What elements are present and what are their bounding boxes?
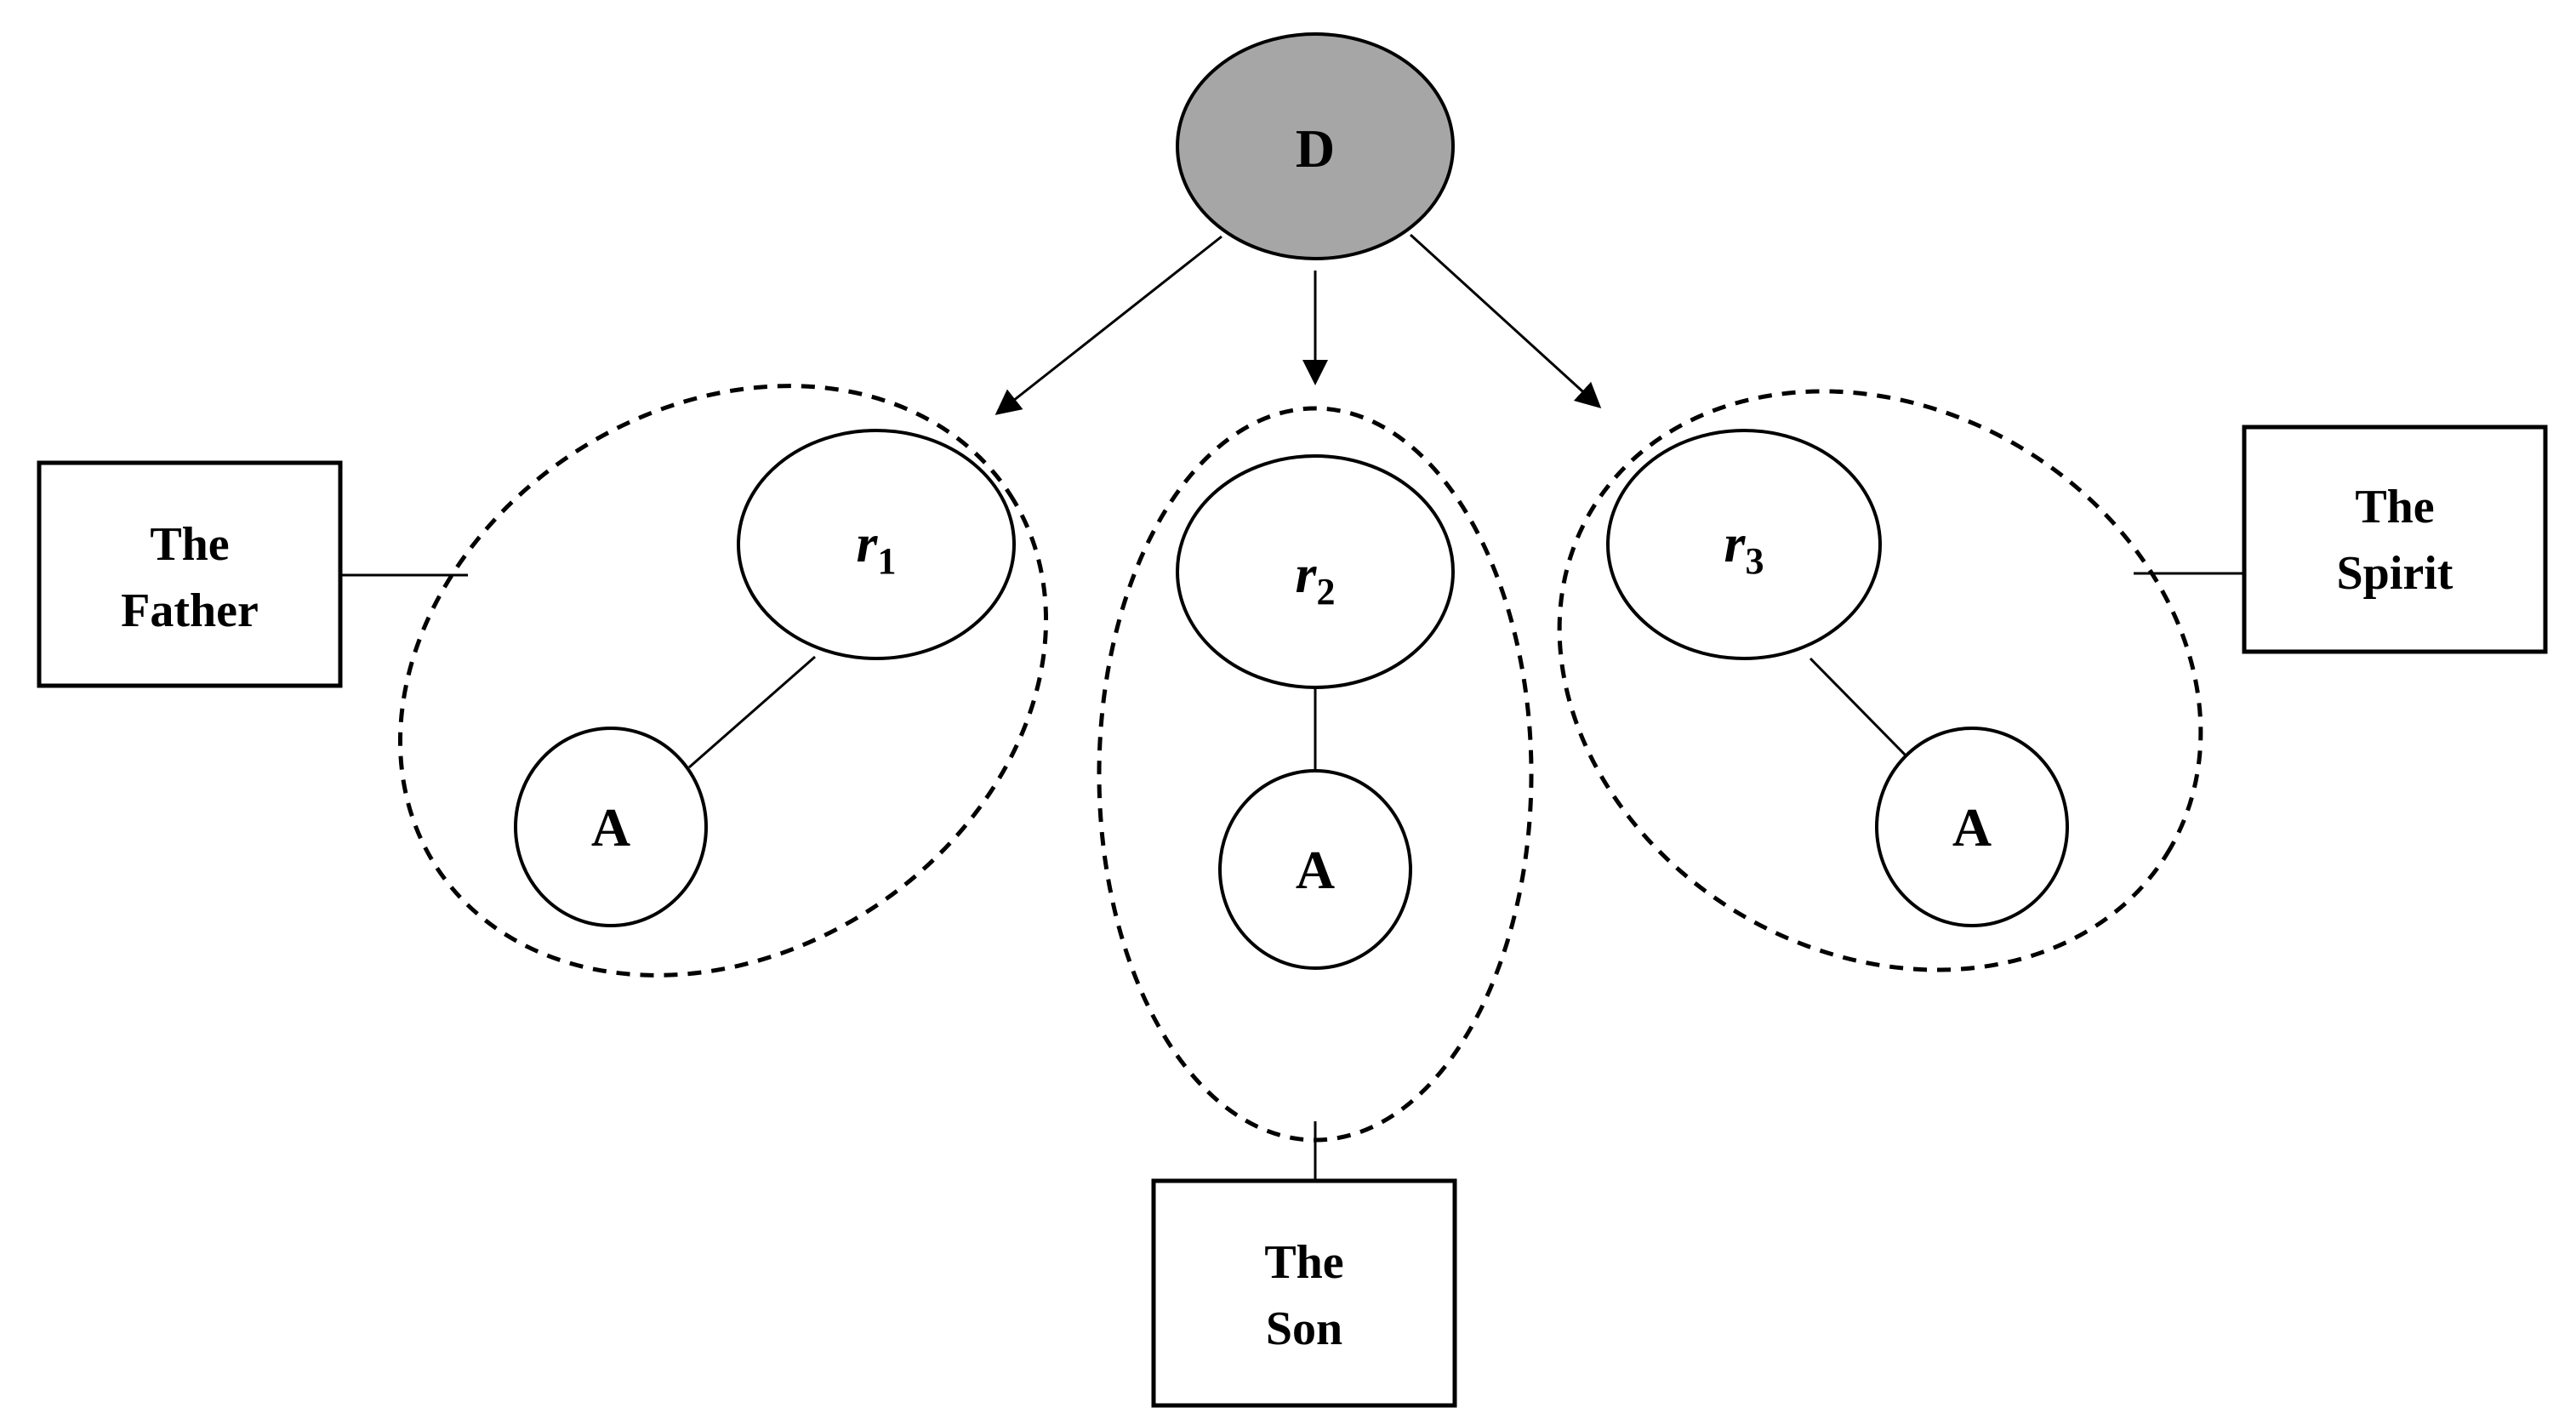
relation-node-r3: r3 — [1606, 429, 1882, 660]
person-box-son: The Son — [1151, 1178, 1457, 1408]
attribute-label-a1: A — [591, 797, 630, 858]
spirit-label-line2: Spirit — [2337, 547, 2453, 600]
son-label-line1: The — [1264, 1236, 1343, 1289]
root-node-shape — [1176, 32, 1455, 260]
root-node-label: D — [1296, 118, 1335, 179]
group-father: r1 A The Father — [37, 384, 1049, 978]
arrow-d-to-r1 — [994, 235, 1222, 415]
group-spirit: r3 A The Spirit — [1557, 389, 2548, 972]
person-box-spirit: The Spirit — [2242, 425, 2548, 654]
root-node-d: D — [1176, 32, 1455, 260]
father-label-line2: Father — [121, 584, 259, 637]
link-r1-a — [688, 655, 816, 769]
attribute-label-a3: A — [1952, 797, 1992, 858]
father-label-line1: The — [150, 518, 229, 571]
relation-node-r1: r1 — [737, 429, 1016, 660]
attribute-node-a2: A — [1218, 769, 1412, 970]
son-label-line2: Son — [1266, 1302, 1342, 1355]
group-son: r2 A The Son — [1097, 406, 1534, 1408]
link-r3-a — [1809, 657, 1911, 761]
relation-label-r2: r2 — [1296, 544, 1336, 613]
attribute-label-a2: A — [1296, 840, 1335, 900]
relation-label-r1: r1 — [857, 513, 897, 582]
arrow-d-to-r3 — [1409, 233, 1602, 409]
attribute-node-a1: A — [514, 727, 708, 927]
person-box-father: The Father — [37, 460, 343, 688]
spirit-dashed-boundary — [1557, 389, 2203, 972]
spirit-label-line1: The — [2355, 481, 2434, 533]
relation-label-r3: r3 — [1724, 513, 1764, 582]
relation-node-r2: r2 — [1176, 454, 1455, 689]
father-dashed-boundary — [397, 384, 1049, 978]
attribute-node-a3: A — [1875, 727, 2069, 927]
